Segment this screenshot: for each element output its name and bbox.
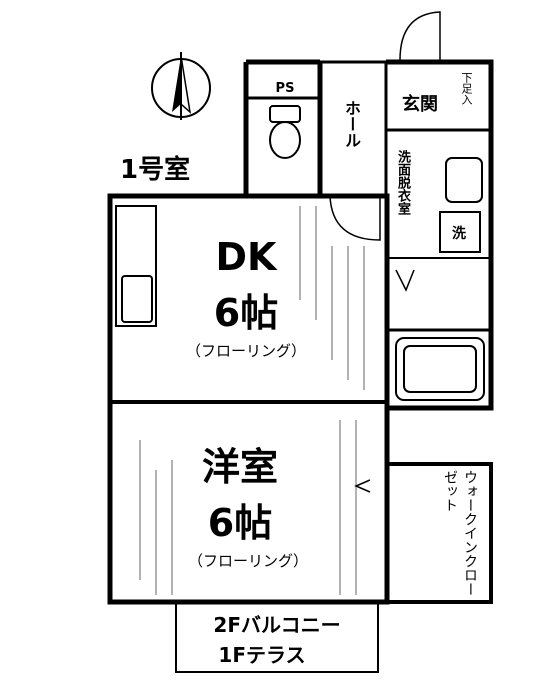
- unit-label: 1号室: [120, 154, 190, 185]
- hatching: [139, 206, 365, 595]
- hall-label: ホール: [342, 100, 361, 148]
- ps-label: PS: [276, 81, 295, 96]
- walls: [107, 59, 494, 673]
- north-arrow-icon: [151, 52, 211, 120]
- closet-label: ウォークインクローゼット: [442, 470, 478, 596]
- dk-name: DK: [216, 235, 279, 279]
- balcony-line2: 1Fテラス: [218, 643, 305, 667]
- dk-size: 6帖: [214, 291, 278, 335]
- western-floor: （フローリング）: [188, 552, 308, 570]
- entrance-label: 玄関: [402, 93, 438, 115]
- toilet-icon: [269, 105, 301, 159]
- wash-fixtures: [395, 157, 485, 401]
- dk-floor: （フローリング）: [186, 342, 306, 360]
- doors: [329, 11, 441, 493]
- kitchen-counter: [115, 205, 157, 327]
- washroom-label: 洗面脱衣室: [395, 150, 410, 215]
- washer-label: 洗: [452, 225, 466, 242]
- western-size: 6帖: [208, 501, 272, 545]
- balcony-line1: 2Fバルコニー: [213, 613, 340, 637]
- shoe-label: 下足入: [460, 72, 473, 105]
- western-name: 洋室: [202, 445, 278, 489]
